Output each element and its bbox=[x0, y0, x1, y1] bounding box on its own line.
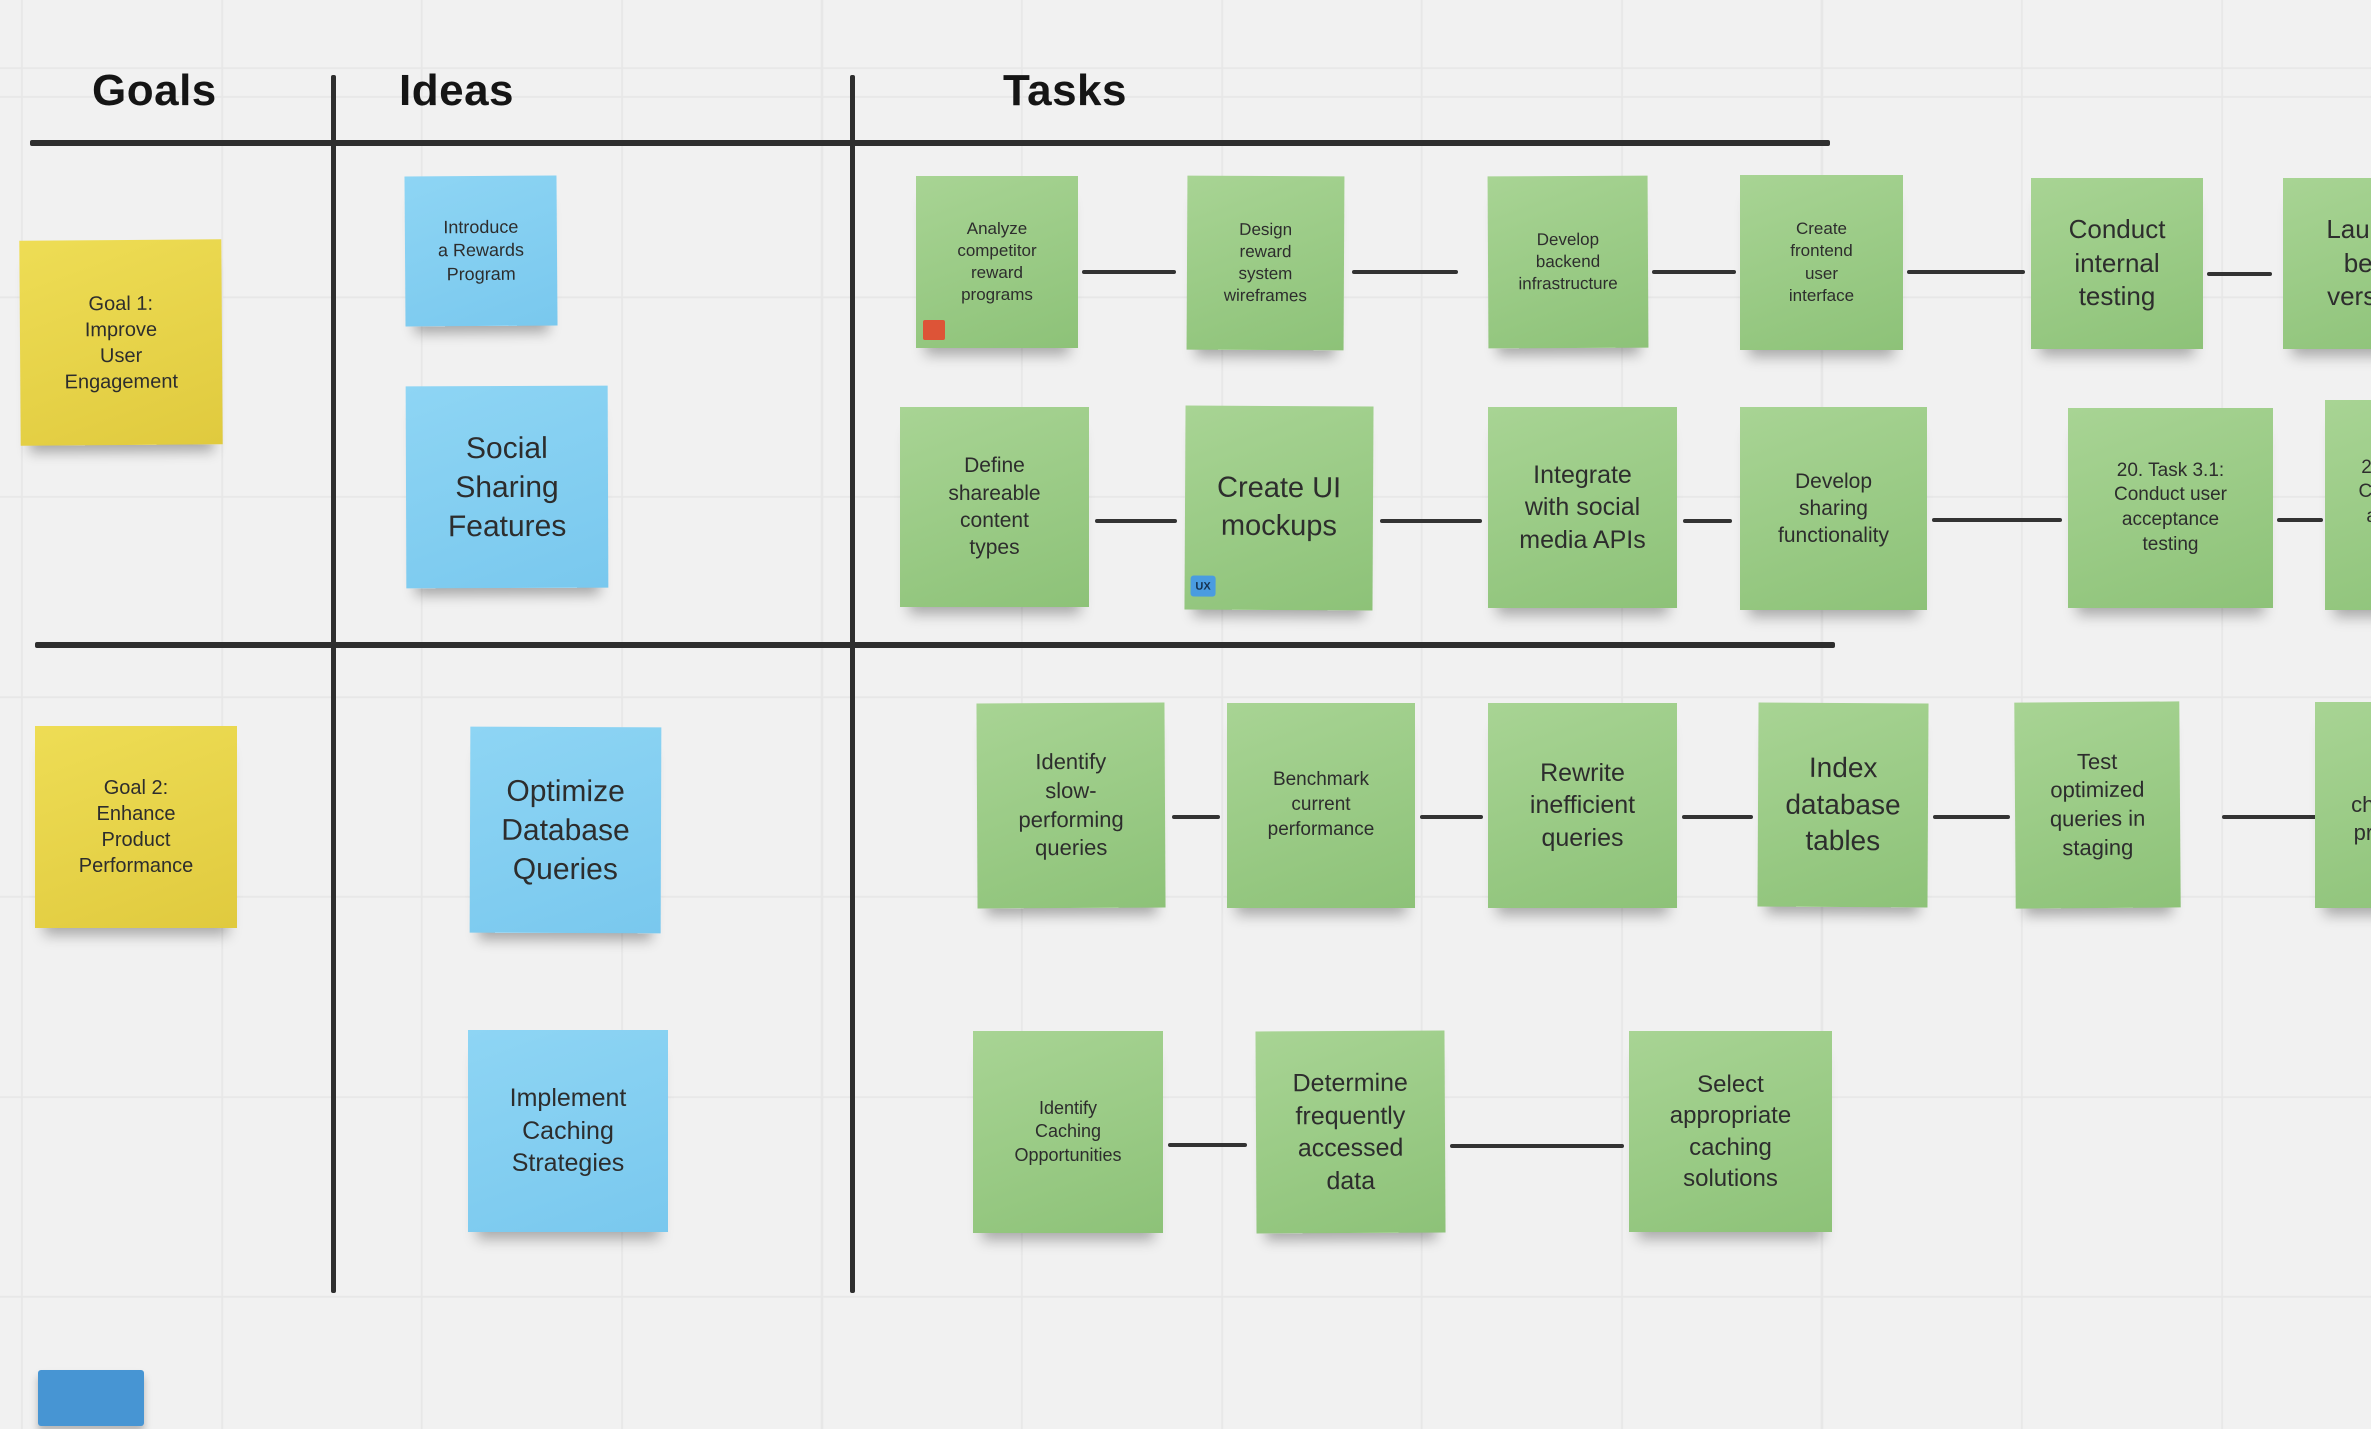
sticky-note-task-index-tables[interactable]: Index database tables bbox=[1757, 702, 1929, 908]
sticky-note-task-21-next[interactable]: 21. Task 3.2: Conduct user acceptance te… bbox=[2325, 400, 2371, 610]
connector-line bbox=[1420, 815, 1483, 819]
sticky-note-task-frequently-accessed[interactable]: Determine frequently accessed data bbox=[1255, 1030, 1446, 1234]
column-header-label: Ideas bbox=[399, 66, 515, 115]
sticky-note-task-identify-caching[interactable]: Identify Caching Opportunities bbox=[973, 1031, 1163, 1233]
connector-line bbox=[1450, 1144, 1624, 1148]
connector-line bbox=[1652, 270, 1736, 274]
sticky-note-task-design-wireframes[interactable]: Design reward system wireframes bbox=[1186, 175, 1345, 351]
connector-line bbox=[1932, 518, 2062, 522]
sticky-note-text: Goal 2: Enhance Product Performance bbox=[78, 777, 194, 877]
sticky-note-text: Conduct internal testing bbox=[2068, 213, 2166, 312]
sticky-note-goal-2[interactable]: Goal 2: Enhance Product Performance bbox=[35, 726, 237, 928]
sticky-note-text: Select appropriate caching solutions bbox=[1669, 1071, 1792, 1192]
connector-line bbox=[1082, 270, 1176, 274]
sticky-note-idea-social-sharing[interactable]: Social Sharing Features bbox=[405, 385, 609, 589]
section-divider-divider-goals-ideas bbox=[331, 75, 336, 1293]
sticky-note-text: Integrate with social media APIs bbox=[1519, 460, 1646, 554]
column-header-goals[interactable]: Goals bbox=[92, 66, 217, 116]
sticky-note-task-define-content[interactable]: Define shareable content types bbox=[900, 407, 1089, 607]
section-divider-row-divider bbox=[35, 642, 1835, 648]
sticky-note-text: Index database tables bbox=[1785, 752, 1901, 857]
partial-blue-shape[interactable] bbox=[38, 1370, 144, 1426]
ux-tag[interactable]: UX bbox=[1190, 575, 1216, 597]
column-header-ideas[interactable]: Ideas bbox=[399, 66, 514, 116]
sticky-note-text: Develop backend infrastructure bbox=[1518, 229, 1618, 294]
sticky-note-task-social-apis[interactable]: Integrate with social media APIs bbox=[1488, 407, 1677, 608]
sticky-note-text: Determine frequently accessed data bbox=[1292, 1068, 1408, 1195]
sticky-note-task-sharing-functionality[interactable]: Develop sharing functionality bbox=[1740, 407, 1927, 610]
sticky-note-task-analyze-competitors[interactable]: Analyze competitor reward programs bbox=[916, 176, 1078, 348]
connector-line bbox=[1682, 815, 1753, 819]
sticky-note-text: Benchmark current performance bbox=[1267, 769, 1375, 840]
sticky-note-idea-optimize-db[interactable]: Optimize Database Queries bbox=[469, 726, 662, 934]
connector-line bbox=[1095, 519, 1177, 523]
sticky-note-task-internal-testing[interactable]: Conduct internal testing bbox=[2031, 178, 2203, 349]
column-header-label: Tasks bbox=[1003, 66, 1127, 115]
sticky-note-task-launch-beta[interactable]: Launch beta version bbox=[2283, 178, 2371, 349]
sticky-note-task-frontend-ui[interactable]: Create frontend user interface bbox=[1740, 175, 1903, 350]
sticky-note-text: Test optimized queries in staging bbox=[2049, 748, 2146, 860]
column-header-label: Goals bbox=[92, 66, 217, 115]
sticky-note-task-identify-slow-queries[interactable]: Identify slow- performing queries bbox=[976, 702, 1166, 909]
sticky-note-task-select-caching[interactable]: Select appropriate caching solutions bbox=[1629, 1031, 1832, 1232]
connector-line bbox=[1907, 270, 2025, 274]
sticky-note-text: Create UI mockups bbox=[1216, 471, 1342, 543]
sticky-note-text: Define shareable content types bbox=[948, 454, 1041, 560]
sticky-note-idea-caching[interactable]: Implement Caching Strategies bbox=[468, 1030, 668, 1232]
connector-line bbox=[1172, 815, 1220, 819]
connector-line bbox=[1380, 519, 1482, 523]
connector-line bbox=[1352, 270, 1458, 274]
sticky-note-task-test-staging[interactable]: Test optimized queries in staging bbox=[2014, 701, 2181, 909]
sticky-note-text: Implement Caching Strategies bbox=[509, 1084, 627, 1178]
sticky-note-task-benchmark[interactable]: Benchmark current performance bbox=[1227, 703, 1415, 908]
connector-line bbox=[1683, 519, 1732, 523]
sticky-note-text: Identify Caching Opportunities bbox=[1014, 1097, 1122, 1165]
sticky-note-text: Develop sharing functionality bbox=[1778, 469, 1889, 548]
sticky-note-text: Deploy changes to production bbox=[2351, 763, 2371, 846]
sticky-note-text: Create frontend user interface bbox=[1788, 219, 1855, 305]
sticky-note-goal-1[interactable]: Goal 1: Improve User Engagement bbox=[19, 239, 223, 446]
sticky-note-text: Launch beta version bbox=[2326, 213, 2371, 312]
sticky-note-task-rewrite-queries[interactable]: Rewrite inefficient queries bbox=[1488, 703, 1677, 908]
sticky-note-task-backend-infra[interactable]: Develop backend infrastructure bbox=[1487, 175, 1649, 349]
connector-line bbox=[2207, 272, 2272, 276]
section-divider-header-underline bbox=[30, 140, 1830, 146]
sticky-note-text: 20. Task 3.1: Conduct user acceptance te… bbox=[2113, 459, 2227, 555]
color-chip[interactable] bbox=[923, 320, 945, 340]
connector-line bbox=[2277, 518, 2323, 522]
sticky-note-text: 21. Task 3.2: Conduct user acceptance te… bbox=[2358, 456, 2371, 527]
connector-line bbox=[2222, 815, 2320, 819]
sticky-note-idea-rewards-program[interactable]: Introduce a Rewards Program bbox=[404, 175, 558, 327]
sticky-note-text: Analyze competitor reward programs bbox=[957, 218, 1037, 305]
sticky-note-text: Design reward system wireframes bbox=[1223, 219, 1307, 306]
connector-line bbox=[1168, 1143, 1247, 1147]
sticky-note-text: Optimize Database Queries bbox=[501, 774, 630, 886]
connector-line bbox=[1933, 815, 2010, 819]
sticky-note-task-20-user-acceptance[interactable]: 20. Task 3.1: Conduct user acceptance te… bbox=[2068, 408, 2273, 608]
sticky-note-text: Rewrite inefficient queries bbox=[1529, 758, 1636, 852]
sticky-note-text: Identify slow- performing queries bbox=[1018, 749, 1124, 861]
sticky-note-text: Introduce a Rewards Program bbox=[437, 216, 525, 284]
sticky-note-task-deploy-production[interactable]: Deploy changes to production bbox=[2315, 702, 2371, 908]
sticky-note-text: Social Sharing Features bbox=[447, 431, 567, 543]
section-divider-divider-ideas-tasks bbox=[850, 75, 855, 1293]
column-header-tasks[interactable]: Tasks bbox=[1003, 66, 1127, 116]
sticky-note-text: Goal 1: Improve User Engagement bbox=[64, 292, 179, 393]
